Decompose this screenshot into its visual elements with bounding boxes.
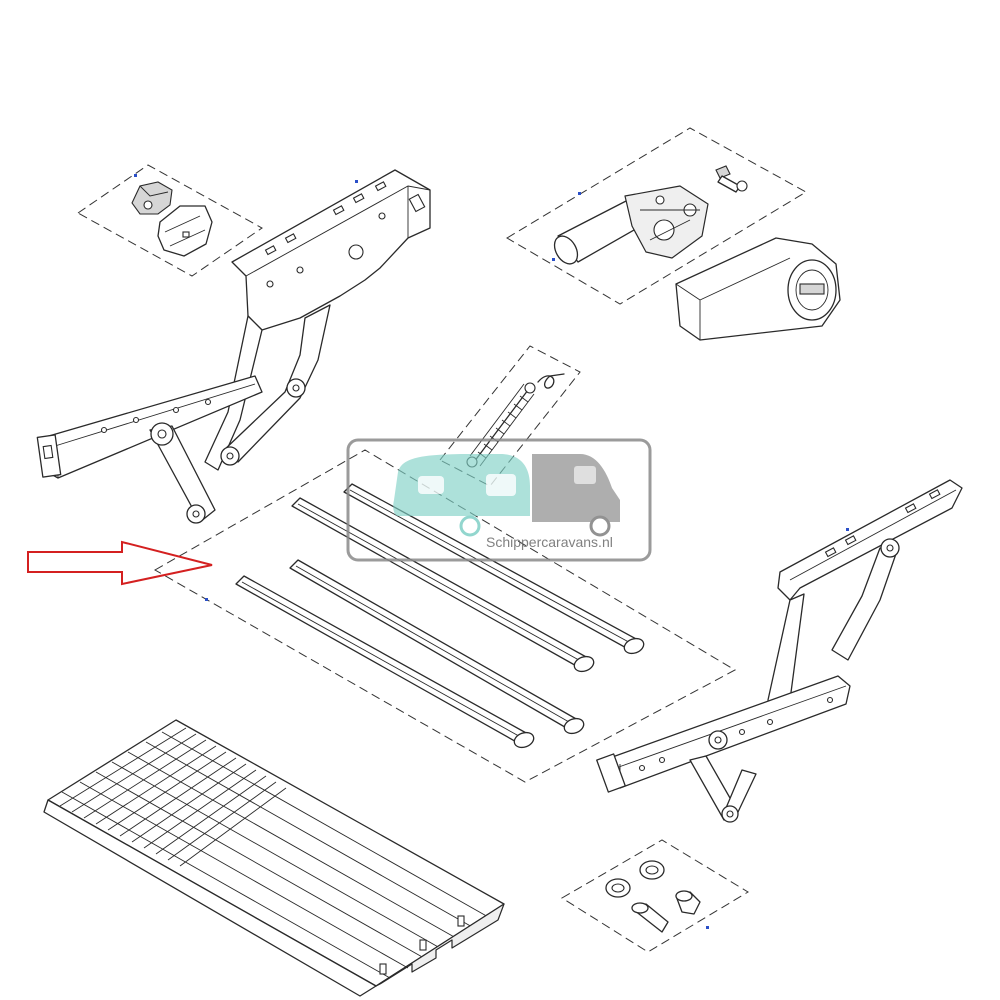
kit-outline-dashed — [506, 127, 808, 305]
flange-bushing — [605, 878, 631, 898]
left-hinge-arm — [36, 169, 431, 524]
right-base-beam — [603, 675, 851, 789]
bolt — [715, 165, 748, 193]
left-diagonal-link — [221, 304, 331, 463]
caravan-icon — [393, 454, 530, 537]
profile-rails-kit — [153, 449, 737, 783]
tread-front-edge — [43, 799, 377, 997]
tread-end-profile — [375, 903, 505, 987]
bushing-kit — [561, 839, 749, 953]
kit-outline-dashed — [77, 164, 263, 277]
electric-motor — [553, 185, 709, 265]
profile-rail-3 — [289, 559, 585, 735]
motor-assembly-kit — [506, 127, 841, 341]
watermark-frame — [346, 438, 652, 562]
spring-kit — [439, 345, 581, 487]
camper-icon — [532, 454, 620, 537]
step-tread — [43, 719, 505, 997]
profile-rail-4 — [235, 575, 535, 749]
flange-bushing — [639, 860, 665, 880]
cover-plate — [157, 205, 213, 257]
pin — [675, 890, 701, 915]
profile-rail-2 — [291, 497, 595, 673]
left-mounting-bracket — [231, 169, 431, 331]
latch-piece — [131, 181, 173, 215]
motor-cover — [675, 237, 841, 341]
spring-hook — [537, 373, 565, 389]
pointer-arrow — [27, 540, 213, 586]
watermark-text: Schippercaravans.nl — [486, 534, 613, 550]
right-mounting-bracket — [777, 479, 963, 601]
bracket-cover-kit — [77, 164, 263, 277]
pin — [631, 902, 669, 933]
kit-outline-dashed — [561, 839, 749, 953]
right-hinge-arm — [596, 479, 963, 823]
kit-outline-dashed — [153, 449, 737, 783]
watermark-logo: Schippercaravans.nl — [346, 438, 652, 562]
